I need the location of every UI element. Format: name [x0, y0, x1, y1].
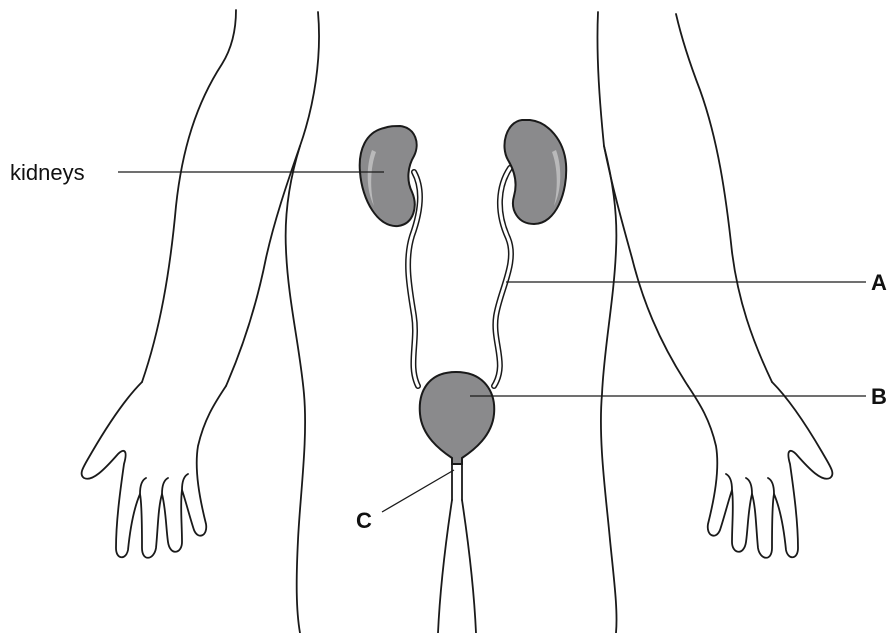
ureters — [408, 168, 511, 386]
right-arm-outer — [676, 14, 772, 382]
torso-right-side — [601, 146, 617, 633]
torso-left-side — [286, 146, 305, 633]
left-finger-gap-2 — [162, 478, 168, 494]
label-a: A — [871, 270, 887, 295]
bladder — [420, 372, 494, 464]
kidneys-label: kidneys — [10, 160, 85, 185]
left-leg-inner — [438, 500, 452, 633]
label-c-leader-line — [382, 470, 454, 512]
left-kidney — [360, 126, 417, 226]
right-finger-gap-1 — [768, 478, 774, 494]
right-leg-inner — [462, 500, 476, 633]
left-hand — [82, 382, 226, 558]
left-arm-inner — [226, 12, 319, 386]
right-finger-gap-2 — [746, 478, 752, 494]
right-finger-gap-3 — [726, 474, 732, 490]
right-hand — [688, 382, 832, 558]
label-c: C — [356, 508, 372, 533]
body-outline — [82, 10, 833, 633]
right-arm-inner — [597, 12, 688, 386]
left-finger-gap-1 — [140, 478, 146, 494]
left-finger-gap-3 — [182, 474, 188, 490]
right-kidney — [504, 120, 566, 224]
left-arm-outer — [142, 10, 236, 382]
label-b: B — [871, 384, 887, 409]
urethra — [452, 464, 462, 500]
